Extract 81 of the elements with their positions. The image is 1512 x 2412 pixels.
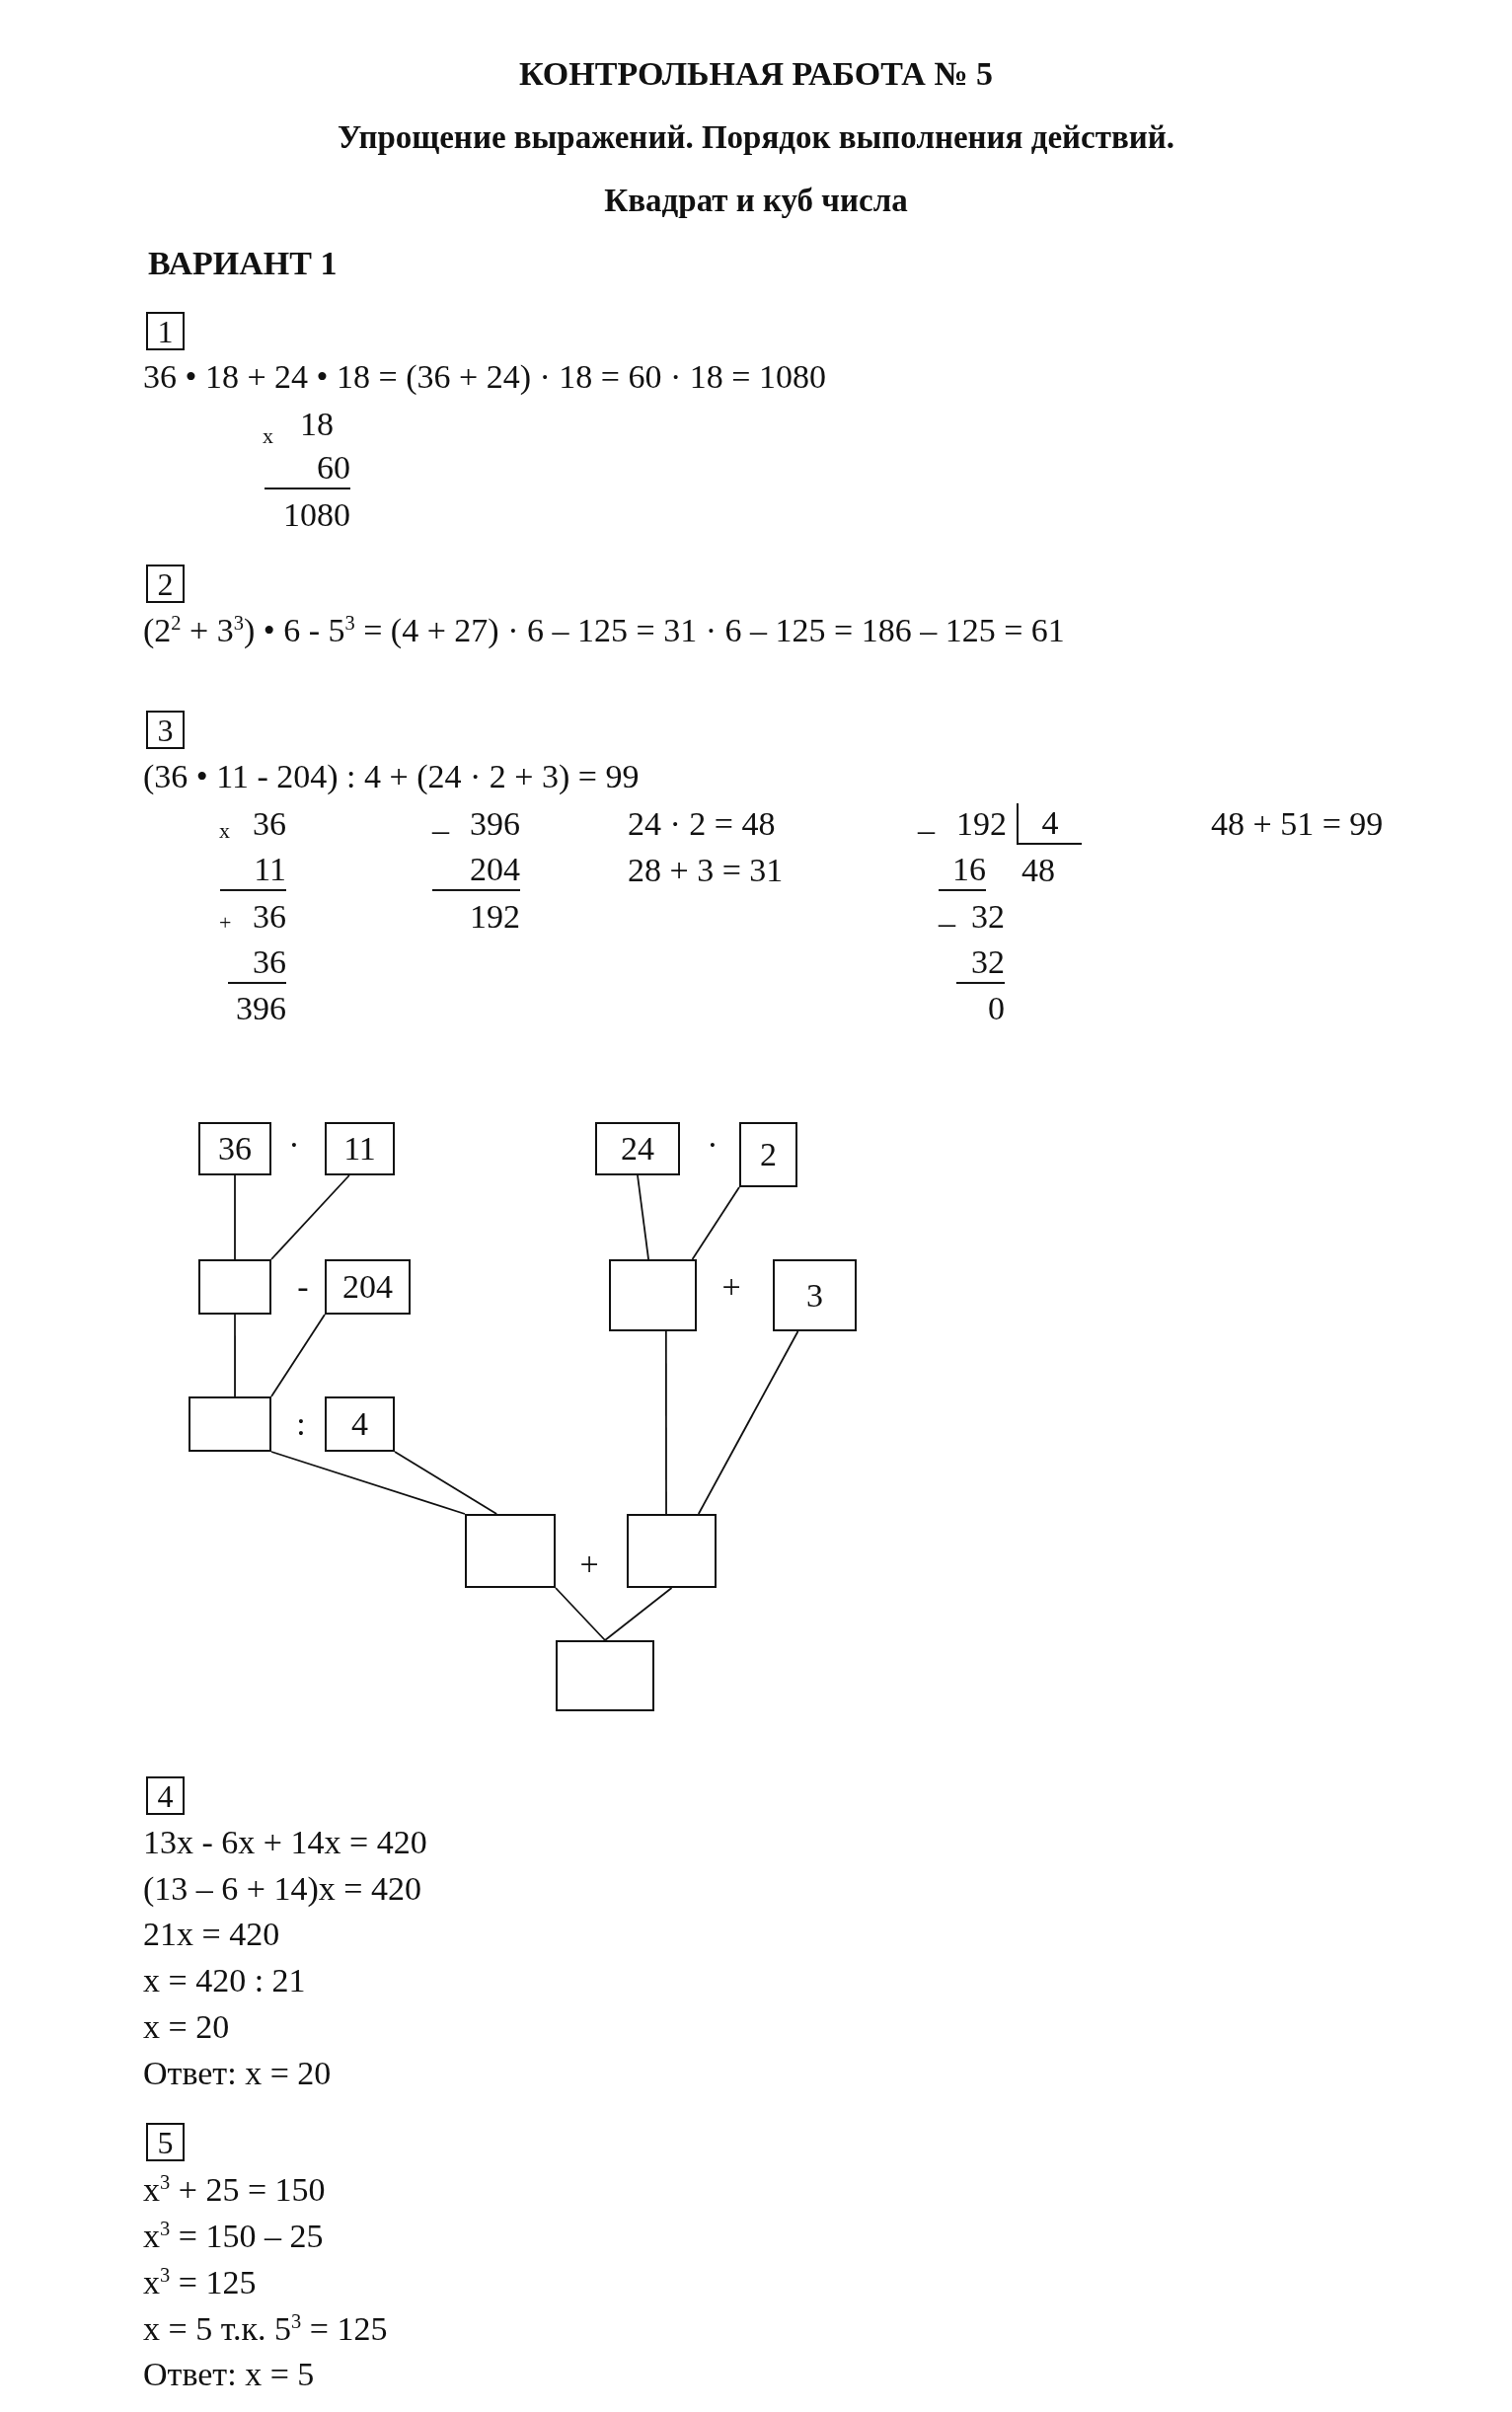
connector-line bbox=[691, 1186, 740, 1260]
connector-line bbox=[270, 1451, 466, 1515]
connector-line bbox=[697, 1330, 799, 1515]
equation: 48 + 51 = 99 bbox=[1211, 804, 1384, 844]
column-number: 18 bbox=[300, 405, 334, 444]
subtitle: Упрощение выражений. Порядок выполнения действий. bbox=[338, 119, 1174, 157]
equation: x$^{3}$ + 25 = 150 bbox=[143, 2170, 326, 2210]
column-number: 0 bbox=[988, 989, 1005, 1028]
task-number: 1 bbox=[146, 312, 185, 350]
answer-box bbox=[465, 1514, 556, 1588]
column-number: 36 bbox=[228, 942, 286, 985]
column-number: 60 bbox=[265, 447, 350, 490]
operator-sign: + bbox=[721, 1267, 741, 1307]
equation: x$^{3}$ = 125 bbox=[143, 2263, 257, 2302]
equation: 28 + 3 = 31 bbox=[628, 851, 784, 890]
column-number: 192 bbox=[956, 804, 1007, 844]
column-number: 204 bbox=[432, 849, 520, 892]
operator-sign: · bbox=[707, 1125, 718, 1165]
equation: x = 5 т.к. 5$^{3}$ = 125 bbox=[143, 2309, 388, 2349]
column-number: 16 bbox=[939, 849, 986, 892]
minus-sign: _ bbox=[939, 892, 955, 932]
number-box: 204 bbox=[325, 1259, 411, 1315]
multiplication-sign: x bbox=[219, 818, 230, 844]
variant-heading: ВАРИАНТ 1 bbox=[148, 244, 338, 283]
connector-line bbox=[270, 1314, 326, 1397]
equation: (2$^{2}$ + 3$^{3}$) • 6 - 5$^{3}$ = (4 + 27) · 6 – 125 = 31 · 6 – 125 = 186 – 125 = 61 bbox=[143, 611, 1065, 650]
number-box: 2 bbox=[739, 1122, 797, 1187]
multiplication-sign: x bbox=[263, 423, 273, 449]
task-number: 4 bbox=[146, 1776, 185, 1815]
number-box: 24 bbox=[595, 1122, 680, 1175]
column-number: 396 bbox=[470, 804, 520, 844]
number-box: 4 bbox=[325, 1396, 395, 1452]
connector-line bbox=[664, 1330, 667, 1515]
answer: Ответ: x = 20 bbox=[143, 2054, 332, 2093]
task-number: 5 bbox=[146, 2123, 185, 2161]
column-number: 1080 bbox=[283, 495, 350, 535]
operator-sign: + bbox=[579, 1545, 599, 1584]
equation: 21x = 420 bbox=[143, 1915, 280, 1954]
answer-box bbox=[198, 1259, 271, 1315]
plus-sign: + bbox=[219, 910, 232, 936]
subtitle: Квадрат и куб числа bbox=[604, 183, 908, 220]
column-number: 192 bbox=[470, 897, 520, 937]
answer-box bbox=[609, 1259, 697, 1331]
answer-box bbox=[556, 1640, 654, 1711]
task-number: 3 bbox=[146, 711, 185, 749]
quotient: 48 bbox=[1021, 851, 1055, 890]
number-box: 11 bbox=[325, 1122, 395, 1175]
equation: 24 · 2 = 48 bbox=[628, 804, 776, 844]
task-number: 2 bbox=[146, 565, 185, 603]
connector-line bbox=[234, 1314, 236, 1397]
column-number: 396 bbox=[236, 989, 286, 1028]
number-box: 3 bbox=[773, 1259, 857, 1331]
operator-sign: - bbox=[297, 1267, 309, 1307]
answer-box bbox=[627, 1514, 717, 1588]
title: КОНТРОЛЬНАЯ РАБОТА № 5 bbox=[518, 55, 994, 93]
operator-sign: · bbox=[288, 1125, 300, 1165]
minus-sign: _ bbox=[918, 799, 935, 839]
column-number: 36 bbox=[253, 897, 286, 937]
column-number: 32 bbox=[971, 897, 1005, 937]
column-number: 11 bbox=[220, 849, 286, 892]
answer: Ответ: x = 5 bbox=[143, 2355, 315, 2394]
equation: 36 • 18 + 24 • 18 = (36 + 24) · 18 = 60 · 18 = 1080 bbox=[143, 357, 826, 397]
divisor: 4 bbox=[1017, 802, 1082, 846]
connector-line bbox=[604, 1587, 673, 1641]
minus-sign: _ bbox=[432, 799, 449, 839]
number-box: 36 bbox=[198, 1122, 271, 1175]
connector-line bbox=[637, 1174, 649, 1260]
equation: x = 20 bbox=[143, 2007, 230, 2047]
answer-box bbox=[189, 1396, 271, 1452]
connector-line bbox=[555, 1587, 606, 1641]
column-number: 36 bbox=[253, 804, 286, 844]
equation: (36 • 11 - 204) : 4 + (24 · 2 + 3) = 99 bbox=[143, 757, 640, 796]
equation: (13 – 6 + 14)x = 420 bbox=[143, 1869, 421, 1909]
operator-sign: : bbox=[296, 1404, 306, 1444]
equation: x = 420 : 21 bbox=[143, 1961, 306, 2000]
column-number: 32 bbox=[956, 942, 1005, 985]
equation: 13x - 6x + 14x = 420 bbox=[143, 1823, 427, 1862]
connector-line bbox=[270, 1174, 350, 1260]
connector-line bbox=[394, 1451, 498, 1515]
connector-line bbox=[234, 1174, 236, 1260]
equation: x$^{3}$ = 150 – 25 bbox=[143, 2217, 324, 2256]
